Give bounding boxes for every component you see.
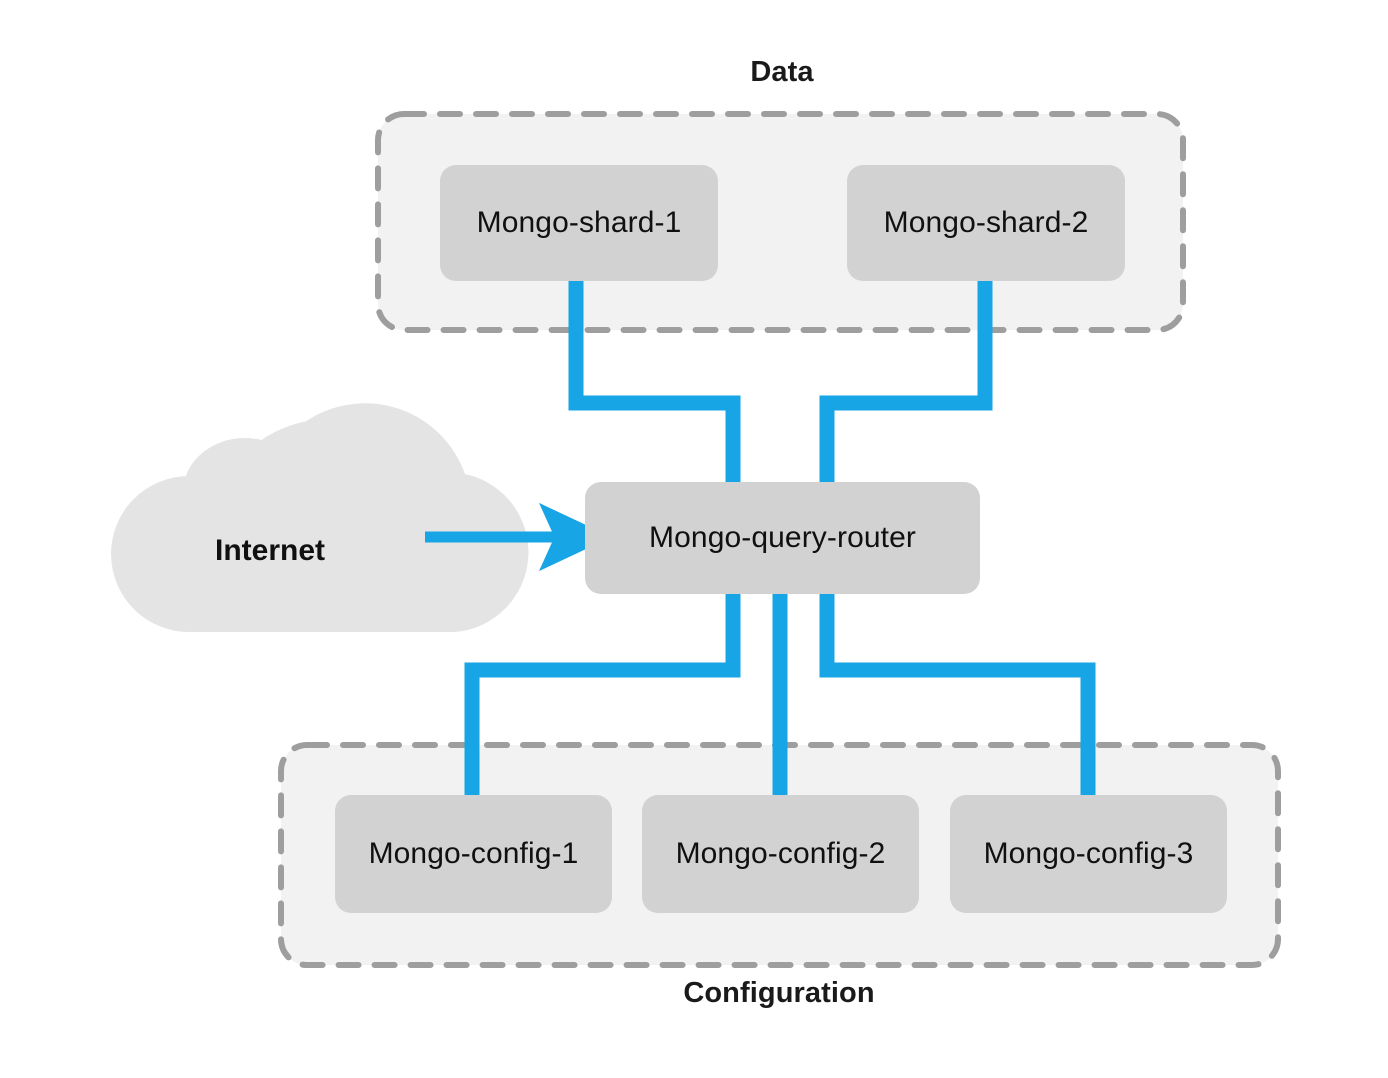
node-mongo-query-router[interactable]: Mongo-query-router: [585, 482, 980, 594]
node-mongo-config-2[interactable]: Mongo-config-2: [642, 795, 919, 913]
node-mongo-config-2-label: Mongo-config-2: [675, 837, 886, 870]
internet-cloud-icon: [111, 403, 529, 633]
node-mongo-config-3[interactable]: Mongo-config-3: [950, 795, 1227, 913]
node-mongo-query-router-label: Mongo-query-router: [649, 521, 916, 554]
node-mongo-shard-2-label: Mongo-shard-2: [883, 206, 1089, 239]
node-mongo-shard-1-label: Mongo-shard-1: [476, 206, 682, 239]
data-group-label: Data: [750, 56, 814, 88]
connector-router-to-config3: [819, 590, 1096, 800]
node-mongo-config-1[interactable]: Mongo-config-1: [335, 795, 612, 913]
node-mongo-config-1-label: Mongo-config-1: [368, 837, 579, 870]
configuration-group-label: Configuration: [683, 977, 875, 1009]
connector-shard1-to-router: [568, 275, 741, 485]
connector-router-to-config1: [464, 590, 741, 800]
connector-shard2-to-router: [819, 275, 993, 485]
internet-cloud-label: Internet: [215, 534, 326, 567]
node-mongo-config-3-label: Mongo-config-3: [983, 837, 1194, 870]
node-mongo-shard-2[interactable]: Mongo-shard-2: [847, 165, 1125, 281]
node-mongo-shard-1[interactable]: Mongo-shard-1: [440, 165, 718, 281]
